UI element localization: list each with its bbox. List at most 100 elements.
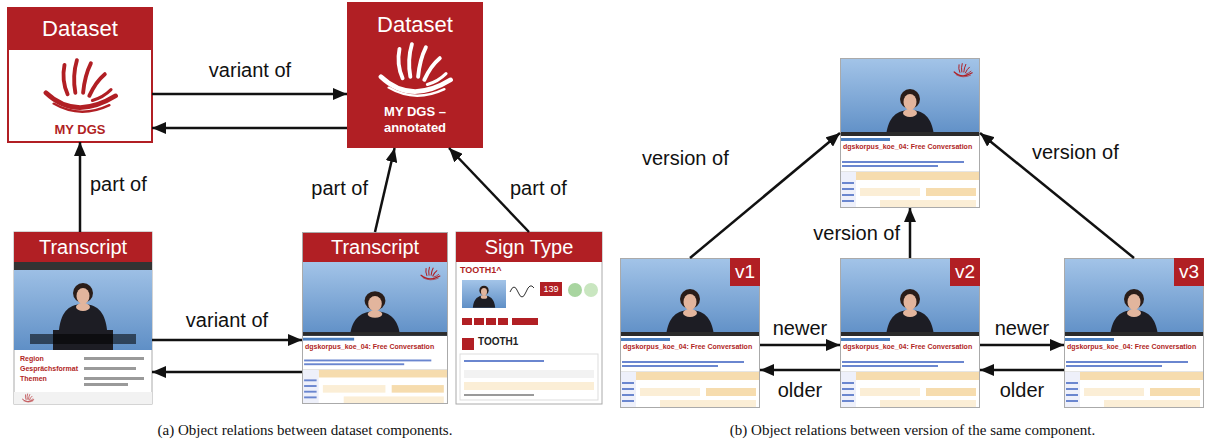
edge-label: older <box>982 378 1062 402</box>
transcript-box: Transcript dgskorpus_koe_04: Free Convers… <box>302 232 448 404</box>
illustration-part <box>456 232 602 404</box>
illustration-part <box>14 232 152 262</box>
relation-arrow <box>375 148 395 232</box>
illustration-part <box>498 318 508 325</box>
illustration-part <box>462 280 506 308</box>
dataset-box-art <box>8 8 152 142</box>
relation-arrow <box>152 371 302 374</box>
table-cell: Themen <box>20 374 84 383</box>
relation-arrow <box>760 344 840 347</box>
illustration-part <box>84 367 136 370</box>
illustration-part <box>464 370 594 378</box>
edge-label-text: version of <box>1030 141 1121 163</box>
gloss: TOOTH1^ <box>460 265 550 276</box>
version-box: v3dgskorpus_koe_04: Free Conversation <box>1064 258 1204 408</box>
table-cell: Gesprächsformat <box>20 364 84 373</box>
edge-label: variant of <box>167 308 287 332</box>
node-title: Dataset <box>347 12 483 38</box>
node-title: Transcript <box>14 235 152 259</box>
illustration-part <box>841 259 980 408</box>
node-title: Dataset <box>8 16 152 42</box>
illustration-part <box>584 283 598 297</box>
edge-label-text: variant of <box>207 59 293 81</box>
relation-arrow <box>980 344 1064 347</box>
node-title: Transcript <box>302 235 448 259</box>
edge-label: part of <box>88 172 168 196</box>
edge-label-text: newer <box>771 317 829 339</box>
version-box: v2 dgskorpus_koe_04: Free Conversation <box>840 258 980 408</box>
edge-label: variant of <box>190 58 310 82</box>
edge-label-text: newer <box>993 317 1051 339</box>
edge-label-text: version of <box>640 147 731 169</box>
illustration-part <box>303 233 448 404</box>
screenshot-title: dgskorpus_koe_04: Free Conversation <box>305 343 445 351</box>
illustration-part <box>347 2 483 148</box>
illustration-part <box>621 259 760 408</box>
illustration-part <box>14 262 152 270</box>
gloss: TOOTH1 <box>478 336 568 348</box>
illustration-part <box>59 283 107 330</box>
sign-type-box: Sign TypeTOOTH1^139TOOTH1 <box>456 232 602 404</box>
version-tag: v2 <box>950 258 980 286</box>
screenshot-title: dgskorpus_koe_04: Free Conversation <box>843 343 977 351</box>
illustration-part <box>462 338 474 350</box>
illustration-part <box>510 286 534 297</box>
edge-label-text: part of <box>508 177 569 199</box>
relation-arrow <box>980 133 1134 258</box>
illustration-part <box>456 232 602 262</box>
table-cell: Region <box>20 354 84 363</box>
edge-label: newer <box>982 316 1062 340</box>
edge-label-text: part of <box>309 177 370 199</box>
illustration-part <box>46 60 116 112</box>
relation-arrow <box>152 93 347 96</box>
illustration-part <box>620 258 760 408</box>
transcript-box: TranscriptRegionGesprächsformatThemen <box>14 232 152 404</box>
illustration-part <box>464 382 594 390</box>
illustration-part <box>8 8 152 50</box>
relation-arrow <box>980 369 1064 372</box>
relation-arrow <box>760 369 840 372</box>
edge-label-text: older <box>776 379 824 401</box>
illustration-part <box>84 377 144 380</box>
sign-type-screenshot-art <box>456 232 602 404</box>
transcript-annotated-screenshot-art <box>302 232 448 404</box>
illustration-part <box>568 283 582 297</box>
illustration-part <box>464 360 544 362</box>
transcript-screenshot-art <box>14 232 152 404</box>
version-tag: v1 <box>730 258 760 286</box>
edge-label: version of <box>780 221 902 245</box>
dataset-name: MY DGS – annotated <box>360 104 470 136</box>
edge-label-text: version of <box>811 222 902 244</box>
dataset-name: MY DGS <box>8 122 152 138</box>
screenshot-title: dgskorpus_koe_04: Free Conversation <box>843 143 977 151</box>
dataset-box: Dataset MY DGS <box>8 8 152 142</box>
version-screenshots-art <box>620 58 1204 408</box>
illustration-part <box>84 383 128 386</box>
illustration-part <box>8 8 152 142</box>
figure-caption: (b) Object relations between version of … <box>615 420 1210 440</box>
edge-label: part of <box>270 176 370 200</box>
relation-arrow <box>79 142 82 232</box>
edge-label-text: variant of <box>184 309 270 331</box>
edge-label-text: older <box>998 379 1046 401</box>
count-badge: 139 <box>540 282 562 296</box>
figure-caption: (a) Object relations between dataset com… <box>10 420 600 440</box>
illustration-part <box>474 318 484 325</box>
illustration-part <box>84 357 144 360</box>
illustration-part <box>462 318 472 325</box>
illustration-part <box>841 59 980 208</box>
edge-label: version of <box>1030 140 1142 164</box>
screenshot-title: dgskorpus_koe_04: Free Conversation <box>1067 343 1201 351</box>
relation-arrow <box>152 339 302 342</box>
illustration-part <box>302 232 448 262</box>
illustration-part <box>381 44 451 96</box>
illustration-part <box>473 286 495 308</box>
illustration-part <box>464 394 534 396</box>
illustration-part <box>14 262 152 350</box>
illustration-part <box>486 318 496 325</box>
edge-label: part of <box>508 176 588 200</box>
component-box: dgskorpus_koe_04: Free Conversation <box>840 58 980 208</box>
dataset-box: Dataset MY DGS – annotated <box>347 2 483 148</box>
illustration-part <box>512 318 538 325</box>
